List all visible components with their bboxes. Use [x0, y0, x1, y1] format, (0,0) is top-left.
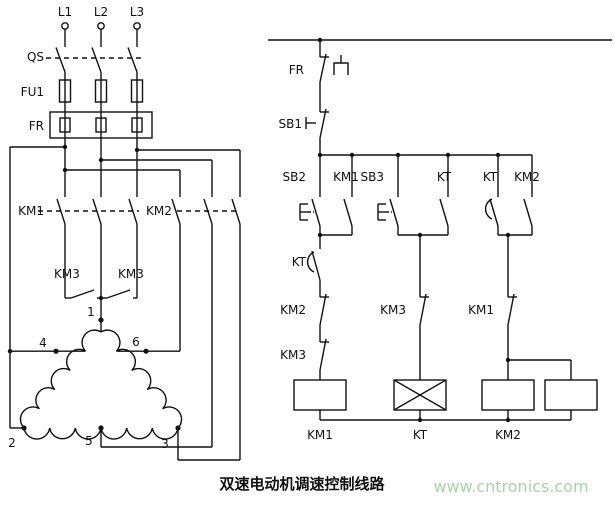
terminal-3-label: 3	[161, 437, 169, 451]
km1-contacts: KM1	[18, 198, 139, 332]
kt-delay-arc	[484, 198, 493, 220]
fu1-fuses: FU1	[21, 72, 144, 112]
fr-element-2	[95, 117, 107, 133]
kt-coil-label: KT	[413, 428, 428, 442]
diagram-caption: 双速电动机调速控制线路	[219, 475, 385, 493]
phase-terminals: L1 L2 L3	[58, 5, 144, 30]
fr-element-3	[131, 117, 143, 133]
terminal-1-label: 1	[87, 305, 95, 319]
terminal-2-label: 2	[8, 436, 16, 450]
km1-coil	[293, 379, 347, 411]
qs-label: QS	[27, 50, 44, 64]
main-circuit: L1 L2 L3 QS FU1 F	[7, 5, 241, 461]
sb3-actuator	[377, 203, 392, 221]
km2-contacts: KM2	[146, 198, 241, 460]
kt-branch-delay-arc	[306, 251, 315, 273]
km2-coil	[481, 379, 535, 411]
fr-element-1	[59, 117, 71, 133]
control-circuit: FR SB1	[268, 37, 612, 442]
phase-l2-label: L2	[94, 5, 108, 19]
phase-l1-label: L1	[58, 5, 72, 19]
km2-coil-label: KM2	[495, 428, 521, 442]
terminal-circle-l1	[61, 22, 69, 30]
kt-no-label: KT	[437, 170, 452, 184]
km2-seal-label: KM2	[514, 170, 540, 184]
kt-delay-label: KT	[483, 170, 498, 184]
main-junction-dots	[7, 144, 181, 431]
km3-contacts: KM3 KM3	[54, 267, 144, 299]
watermark: www.cntronics.com	[433, 477, 588, 496]
fu1-label: FU1	[21, 85, 44, 99]
km3-mid-interlock-label: KM3	[380, 303, 406, 317]
km1-interlock-label: KM1	[468, 303, 494, 317]
phase-l3-label: L3	[130, 5, 144, 19]
km2-main-label: KM2	[146, 204, 172, 218]
sb1-label: SB1	[279, 117, 302, 131]
km2-coil-branch: KM1 KM2	[468, 235, 598, 442]
km3-interlock-label: KM3	[280, 348, 306, 362]
control-bus-row: SB2 KM1 SB3 KT KT KM2	[283, 154, 540, 236]
main-branch-wires	[9, 146, 241, 429]
terminal-circle-l3	[133, 22, 141, 30]
km1-coil-branch: KT KM2 KM3 KM1	[280, 235, 347, 442]
km1-seal-label: KM1	[333, 170, 359, 184]
winding-left-side	[19, 329, 102, 429]
km3-left-label: KM3	[54, 267, 80, 281]
sb2-actuator	[299, 203, 314, 221]
km3-right-label: KM3	[118, 267, 144, 281]
fuse-1	[58, 79, 72, 103]
motor-winding: 1 4 6 2 5 3	[8, 305, 240, 461]
terminal-5-label: 5	[85, 434, 93, 448]
km1-coil-label: KM1	[307, 428, 333, 442]
fr-main-label: FR	[29, 119, 44, 133]
fr-contact: FR	[289, 40, 349, 112]
sb3-label: SB3	[361, 170, 384, 184]
thermal-release-symbol	[333, 62, 349, 75]
km2-interlock-label: KM2	[280, 303, 306, 317]
terminal-4-label: 4	[39, 336, 47, 350]
fr-contact-label: FR	[289, 63, 304, 77]
km3-coil	[544, 379, 598, 411]
terminal-circle-l2	[97, 22, 105, 30]
kt-coil-branch: KM3 KT	[380, 235, 447, 442]
winding-right-side	[100, 329, 183, 429]
km1-main-label: KM1	[18, 204, 44, 218]
kt-branch-label: KT	[292, 255, 307, 269]
fr-box	[49, 111, 153, 139]
fuse-2	[94, 79, 108, 103]
fuse-3	[130, 79, 144, 103]
terminal-6-label: 6	[132, 335, 140, 349]
fr-thermal-elements: FR	[29, 111, 153, 197]
sb1-stop-button: SB1	[279, 108, 329, 155]
control-junction-dots	[317, 37, 511, 423]
sb2-label: SB2	[283, 170, 306, 184]
qs-switch: QS	[27, 29, 142, 73]
